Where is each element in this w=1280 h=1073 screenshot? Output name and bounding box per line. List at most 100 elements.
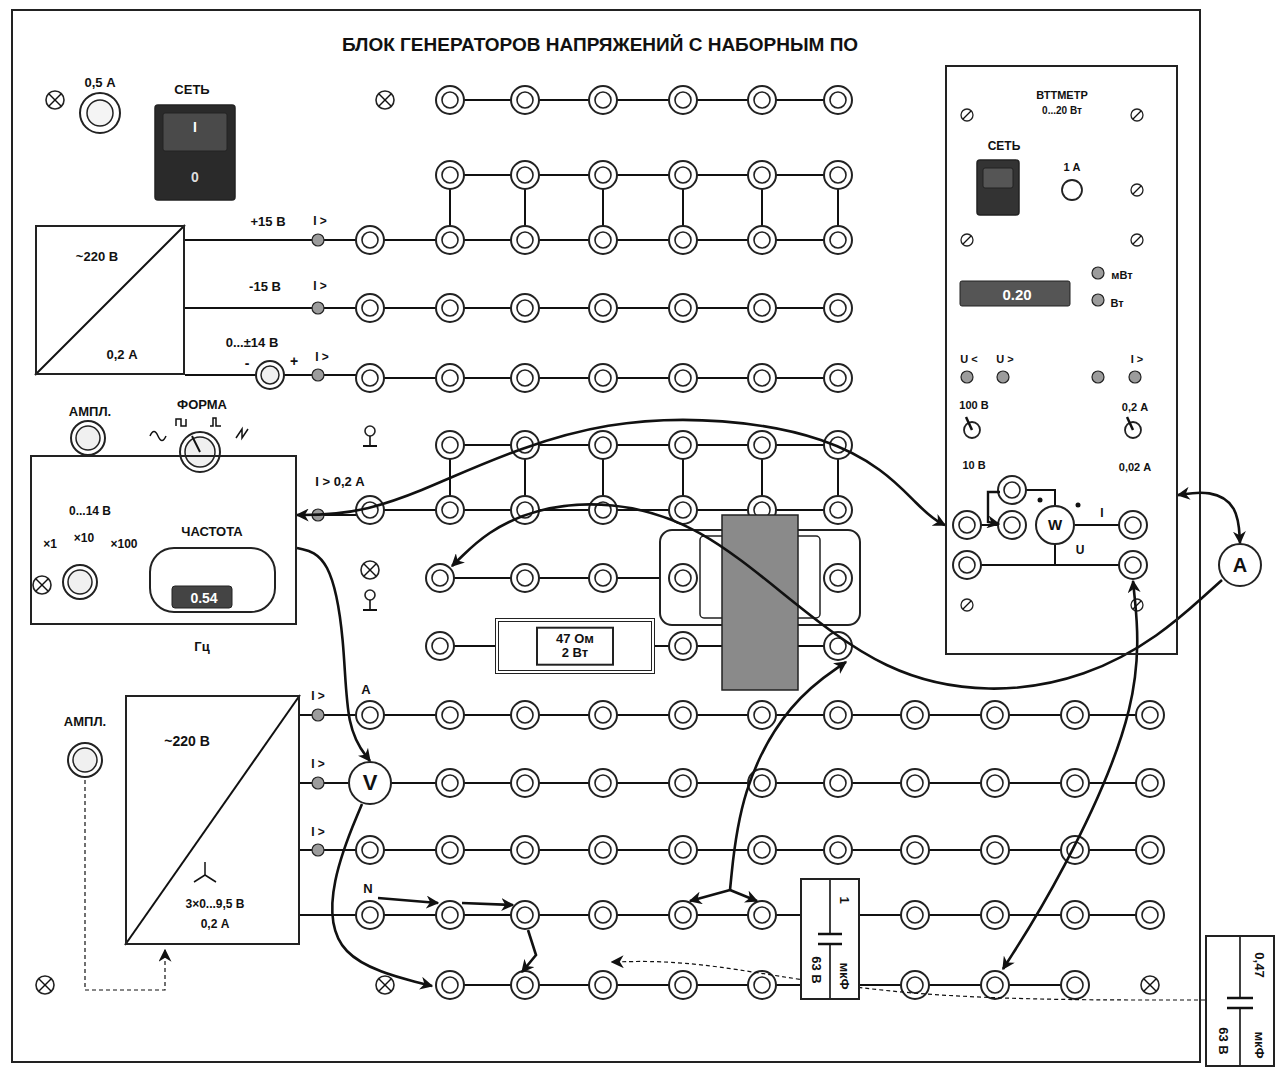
- socket: [511, 901, 539, 929]
- socket: [589, 769, 617, 797]
- inductor-core: [722, 515, 798, 690]
- socket-hole: [754, 92, 770, 108]
- polarity-dot: [1038, 498, 1043, 503]
- socket: [824, 86, 852, 114]
- panel-label: I >: [313, 215, 327, 228]
- switch-rocker: [983, 168, 1013, 188]
- power-display: [960, 281, 1070, 306]
- node-text: I >: [1131, 353, 1144, 365]
- socket: [589, 226, 617, 254]
- socket: [824, 496, 852, 524]
- socket: [589, 161, 617, 189]
- socket-hole: [907, 775, 923, 791]
- socket-hole: [959, 517, 975, 533]
- socket-hole: [754, 977, 770, 993]
- socket-hole: [675, 300, 691, 316]
- node-text: 0,47: [1252, 952, 1266, 977]
- socket-hole: [517, 300, 533, 316]
- socket: [436, 431, 464, 459]
- socket-hole: [442, 502, 458, 518]
- lamp-symbol: [376, 976, 394, 994]
- socket: [511, 836, 539, 864]
- ground-bar: [363, 445, 377, 447]
- socket: [436, 836, 464, 864]
- star-symbol: [204, 862, 206, 875]
- lamp-cross: [39, 979, 51, 991]
- indicator-led: [312, 369, 324, 381]
- socket: [748, 836, 776, 864]
- socket-hole: [517, 92, 533, 108]
- socket-hole: [362, 232, 378, 248]
- lamp-cross: [364, 564, 376, 576]
- socket-hole: [517, 370, 533, 386]
- socket-hole: [830, 775, 846, 791]
- socket-hole: [754, 842, 770, 858]
- wattmeter-panel: WВТТМЕТР0...20 ВтСЕТЬ1 А0.20мВтВтU <U >I…: [945, 65, 1178, 655]
- panel-label: I >: [311, 758, 325, 771]
- socket: [824, 294, 852, 322]
- socket-hole: [675, 707, 691, 723]
- socket: [669, 836, 697, 864]
- socket-hole: [754, 370, 770, 386]
- socket: [748, 901, 776, 929]
- indicator-led: [312, 777, 324, 789]
- node-text: мкФ: [837, 962, 851, 989]
- voltmeter: V: [348, 761, 392, 805]
- socket-hole: [1142, 842, 1158, 858]
- socket-hole: [830, 707, 846, 723]
- socket-hole: [432, 638, 448, 654]
- board-drawing: [12, 10, 1222, 1062]
- node-text: U: [1076, 544, 1085, 557]
- socket: [589, 564, 617, 592]
- panel-label: I >: [311, 690, 325, 703]
- node-text: 0,2 А: [201, 918, 230, 931]
- socket-hole: [907, 842, 923, 858]
- node-text: 0...20 Вт: [1042, 105, 1082, 116]
- patch-wire: [378, 898, 438, 903]
- socket: [589, 294, 617, 322]
- node-text: U >: [996, 353, 1013, 365]
- node-text: мкФ: [1252, 1031, 1266, 1058]
- indicator-led: [1092, 267, 1104, 279]
- socket: [356, 836, 384, 864]
- socket-hole: [595, 437, 611, 453]
- socket: [1136, 901, 1164, 929]
- socket-hole: [675, 775, 691, 791]
- socket-hole: [442, 370, 458, 386]
- node-text: 10 В: [962, 459, 985, 471]
- wattmeter-wiring: [1075, 524, 1119, 526]
- screw-slot: [1133, 236, 1141, 244]
- socket: [436, 86, 464, 114]
- lamp-cross: [39, 979, 51, 991]
- screw: [1131, 234, 1143, 246]
- socket: [901, 701, 929, 729]
- socket: [1061, 901, 1089, 929]
- socket: [981, 971, 1009, 999]
- knob-cap: [185, 437, 215, 467]
- socket-hole: [442, 707, 458, 723]
- socket: [953, 551, 981, 579]
- socket: [748, 701, 776, 729]
- node-text: 0...14 В: [69, 505, 111, 518]
- screw: [961, 599, 973, 611]
- socket-hole: [442, 775, 458, 791]
- waveform-sine: [150, 432, 166, 441]
- socket-hole: [830, 92, 846, 108]
- panel-label: 0...±14 В: [226, 336, 279, 350]
- screw: [1131, 109, 1143, 121]
- toggle-lever: [1127, 417, 1133, 430]
- socket: [356, 901, 384, 929]
- knob-cap: [76, 426, 100, 450]
- supply-line: [185, 307, 356, 309]
- socket: [436, 294, 464, 322]
- socket: [511, 226, 539, 254]
- polarity-dot: [1076, 503, 1081, 508]
- socket: [436, 364, 464, 392]
- socket: [824, 161, 852, 189]
- patch-wire-connector: [297, 548, 370, 761]
- socket: [748, 294, 776, 322]
- socket-hole: [595, 842, 611, 858]
- socket: [511, 294, 539, 322]
- socket: [669, 971, 697, 999]
- socket: [511, 769, 539, 797]
